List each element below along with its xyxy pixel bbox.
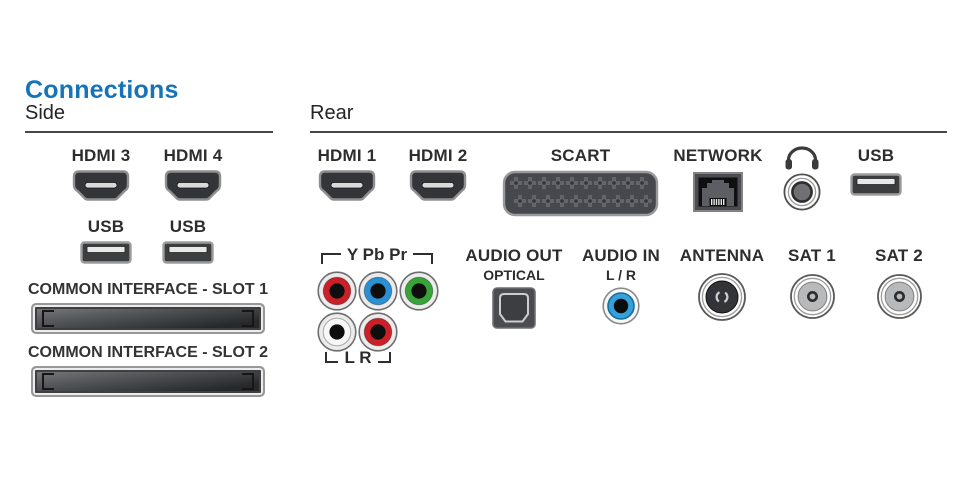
rear-hdmi2-port: HDMI 2 [395, 146, 481, 202]
headphones-icon [785, 146, 819, 170]
bracket-corner-icon [325, 352, 339, 363]
audio-out-label: AUDIO OUT [465, 246, 563, 265]
rear-audio-out-port: AUDIO OUT OPTICAL [462, 246, 566, 329]
scart-port-icon [502, 170, 659, 217]
component-bracket-label: Y Pb Pr [321, 246, 433, 264]
rear-section-heading: Rear [310, 102, 354, 124]
side-usb-top-port: USB [71, 217, 141, 264]
side-usb-bottom-port: USB [153, 217, 223, 264]
usb-port-icon [850, 173, 902, 196]
optical-port-icon [492, 287, 536, 329]
rear-usb-label: USB [857, 146, 895, 165]
ci-slot2-label: COMMON INTERFACE - SLOT 2 [28, 344, 268, 361]
slot-tab-left [42, 373, 54, 390]
slot-tab-right [242, 310, 254, 327]
slot-tab-right [242, 373, 254, 390]
common-interface-slot1: COMMON INTERFACE - SLOT 1 [28, 281, 268, 334]
usb-port-icon [80, 241, 132, 264]
rear-antenna-port: ANTENNA [667, 246, 777, 321]
rca-jack-blue-icon [358, 271, 398, 311]
headphone-jack-icon [783, 173, 821, 211]
rear-sat1-port: SAT 1 [777, 246, 847, 319]
ci-slot1-label: COMMON INTERFACE - SLOT 1 [28, 281, 268, 298]
rear-audio-in-port: AUDIO IN L / R [571, 246, 671, 325]
rear-hdmi2-label: HDMI 2 [408, 146, 468, 165]
hdmi-port-icon [164, 170, 222, 202]
audio-out-optical-label: OPTICAL [483, 267, 545, 283]
rca-jack-white-icon [317, 312, 357, 352]
antenna-label: ANTENNA [679, 246, 765, 265]
hdmi-port-icon [72, 170, 130, 202]
component-label: Y Pb Pr [346, 245, 408, 264]
satellite-connector-icon [789, 274, 835, 319]
card-slot-icon [31, 303, 265, 334]
rear-divider [310, 131, 947, 133]
ethernet-port-icon [693, 172, 743, 212]
page-title: Connections [25, 76, 179, 104]
audio-in-lr-label: L / R [605, 267, 637, 283]
slot-tab-left [42, 310, 54, 327]
rear-network-port: NETWORK [666, 146, 770, 212]
rear-hdmi1-port: HDMI 1 [304, 146, 390, 202]
side-divider [25, 131, 273, 133]
side-usb-top-label: USB [87, 217, 125, 236]
component-lr-bracket-label: L R [325, 348, 392, 367]
hdmi-port-icon [318, 170, 376, 202]
audio-in-label: AUDIO IN [581, 246, 661, 265]
rear-headphone-port [782, 145, 822, 211]
component-lr-label: L R [344, 348, 372, 367]
minijack-blue-icon [602, 287, 640, 325]
bracket-corner-icon [413, 253, 433, 264]
bracket-corner-icon [321, 253, 341, 264]
scart-label: SCART [550, 146, 611, 165]
side-usb-bottom-label: USB [169, 217, 207, 236]
rca-jack-green-icon [399, 271, 439, 311]
side-hdmi4-port: HDMI 4 [150, 146, 236, 202]
rca-jack-red-icon [358, 312, 398, 352]
bracket-corner-icon [377, 352, 392, 363]
side-section-heading: Side [25, 102, 66, 124]
side-hdmi3-port: HDMI 3 [58, 146, 144, 202]
rear-hdmi1-label: HDMI 1 [317, 146, 377, 165]
rear-usb-port: USB [841, 146, 911, 196]
sat2-label: SAT 2 [875, 246, 923, 265]
side-hdmi3-label: HDMI 3 [71, 146, 131, 165]
rear-scart-port: SCART [502, 146, 659, 217]
antenna-connector-icon [698, 273, 746, 321]
rca-jack-red-icon [317, 271, 357, 311]
card-slot-icon [31, 366, 265, 397]
sat1-label: SAT 1 [788, 246, 836, 265]
side-hdmi4-label: HDMI 4 [163, 146, 223, 165]
satellite-connector-icon [876, 274, 922, 319]
rear-sat2-port: SAT 2 [864, 246, 934, 319]
component-video-group: Y Pb Pr L R [315, 246, 441, 378]
hdmi-port-icon [409, 170, 467, 202]
common-interface-slot2: COMMON INTERFACE - SLOT 2 [28, 344, 268, 397]
usb-port-icon [162, 241, 214, 264]
network-label: NETWORK [673, 146, 763, 165]
